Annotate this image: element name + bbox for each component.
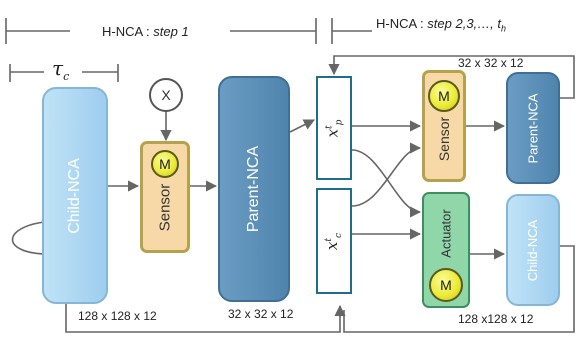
child-to-xc-wire [65,300,346,333]
right-sensor-label: Sensor [436,116,453,162]
tau-symbol: τ [52,56,64,80]
xc-to-sensor-wire [351,142,422,207]
xc-state-label: xtc [323,232,344,249]
right-bottom-dims-label: 128 x128 x 12 [458,312,534,326]
step1-bracket-left [5,18,70,44]
tau-label: τc [52,56,69,83]
right-top-dims-label: 32 x 32 x 12 [458,56,524,70]
parent-dims-label: 32 x 32 x 12 [228,307,294,321]
child-dims-label: 128 x 128 x 12 [78,309,157,323]
xc-var: x [323,241,342,250]
tau-subscript: c [63,70,70,83]
child-nca-label: Child-NCA [66,157,84,234]
step1-prefix: H-NCA : [102,24,154,39]
step2-header: H-NCA : step 2,3,…, th [376,16,506,34]
sensor-label: Sensor [156,183,174,231]
parent-feedback-loop [328,55,575,99]
xp-sub: p [334,119,345,125]
xp-var: x [323,128,342,137]
right-sensor-m-label: M [438,88,450,104]
sensor-m-label: M [159,156,171,172]
step1-header: H-NCA : step 1 [102,24,189,39]
step1-italic: step 1 [153,24,189,39]
xp-to-actuator-wire [351,149,422,218]
xp-sup: t [324,124,335,129]
right-child-nca-label: Child-NCA [525,219,541,281]
parent-to-xp-wire [289,119,316,133]
actuator-m-label: M [440,277,452,293]
sensor-m-badge: M [151,150,179,178]
xc-sup: t [324,237,335,242]
step2-prefix: H-NCA : [376,16,428,31]
parent-nca-label: Parent-NCA [245,145,262,233]
xp-state-box: xtp [316,76,352,180]
actuator-m-badge: M [429,268,463,302]
right-parent-nca-label: Parent-NCA [525,92,541,164]
actuator-label: Actuator [438,208,454,258]
xc-state-box: xtc [316,188,352,294]
xp-state-label: xtp [323,119,344,137]
tau-bracket-right [82,64,119,82]
input-x-node: X [149,78,183,112]
step2-bracket-left [331,18,372,44]
tau-bracket-left [9,64,44,82]
child-nca-block: Child-NCA [42,87,108,304]
step1-bracket-right [230,18,317,44]
right-sensor-m-badge: M [428,80,460,112]
xc-sub: c [334,232,345,238]
parent-nca-block: Parent-NCA [218,76,290,302]
step2-italic: step 2,3,…, t [427,16,501,31]
child-feedback-loop [343,245,575,333]
right-parent-nca-block: Parent-NCA [506,72,560,184]
step2-subscript: h [501,23,507,34]
input-x-label: X [161,87,171,103]
right-child-nca-block: Child-NCA [506,194,560,306]
